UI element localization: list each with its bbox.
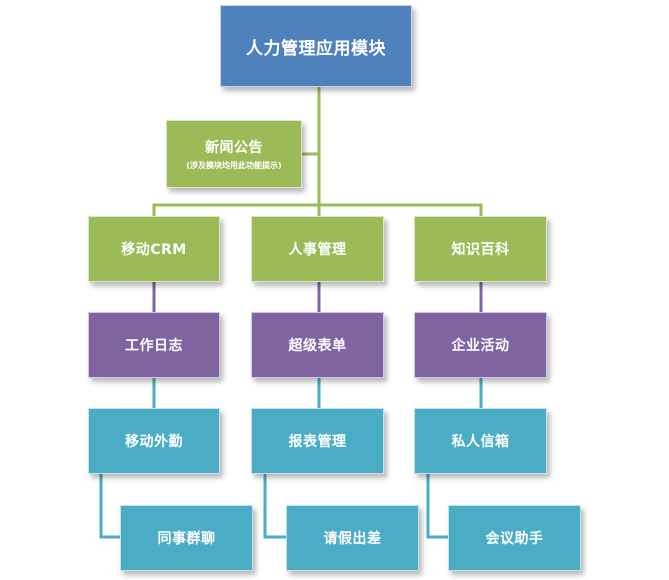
level1-node-3: 知识百科	[414, 216, 547, 282]
level1-node-2: 人事管理	[251, 216, 384, 282]
root-title: 人力管理应用模块	[246, 38, 386, 59]
level4-node-2: 请假出差	[286, 505, 419, 571]
level1-node-1: 移动CRM	[88, 216, 220, 282]
level1-label-1: 移动CRM	[121, 242, 187, 258]
level1-label-2: 人事管理	[288, 242, 347, 258]
level4-elbow-line-1	[99, 474, 120, 539]
news-node: 新闻公告 (涉及模块均用此功能提示)	[166, 120, 302, 188]
level4-elbow-line-2	[263, 474, 286, 539]
level3-node-2: 报表管理	[251, 408, 384, 474]
news-sublabel: (涉及模块均用此功能提示)	[186, 161, 282, 170]
level4-node-3: 会议助手	[448, 505, 581, 571]
level2-label-2: 超级表单	[288, 338, 347, 354]
level3-label-1: 移动外勤	[125, 434, 183, 450]
level2-label-3: 企业活动	[451, 338, 510, 354]
level4-label-2: 请假出差	[323, 531, 382, 547]
level4-elbow-line-3	[426, 474, 448, 539]
level2-node-1: 工作日志	[88, 312, 220, 378]
level2-label-1: 工作日志	[125, 338, 183, 354]
level4-label-1: 同事群聊	[157, 531, 216, 547]
level4-node-1: 同事群聊	[120, 505, 253, 571]
level2-node-2: 超级表单	[251, 312, 384, 378]
level3-label-2: 报表管理	[288, 434, 347, 450]
level4-label-3: 会议助手	[485, 531, 544, 547]
level2-node-3: 企业活动	[414, 312, 547, 378]
root-node: 人力管理应用模块	[220, 5, 412, 87]
level1-label-3: 知识百科	[451, 242, 510, 258]
level3-node-1: 移动外勤	[88, 408, 220, 474]
news-label: 新闻公告	[205, 140, 263, 156]
level3-node-3: 私人信箱	[414, 408, 547, 474]
level3-label-3: 私人信箱	[451, 434, 510, 450]
